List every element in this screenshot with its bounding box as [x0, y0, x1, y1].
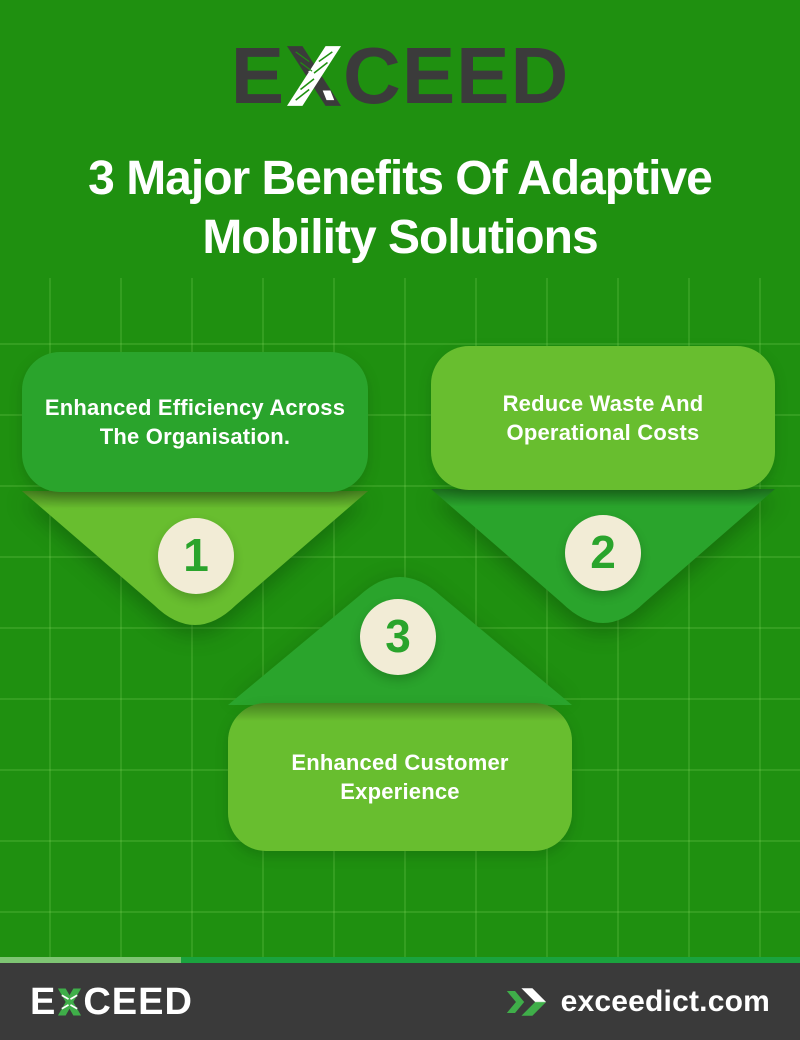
footer-website: exceedict.com	[560, 984, 770, 1018]
benefit-number-circle-2: 2	[565, 515, 641, 591]
logo-letters-ceed: CEED	[343, 31, 570, 120]
benefit-number-circle-3: 3	[360, 599, 436, 675]
benefit-card-1: Enhanced Efficiency Across The Organisat…	[22, 352, 368, 492]
page-title-line2: Mobility Solutions	[202, 210, 598, 264]
footer-accent-bar-right	[181, 957, 800, 963]
card-3-top-shadow	[228, 703, 572, 721]
double-chevron-right-icon	[506, 987, 546, 1016]
benefit-card-2: Reduce Waste And Operational Costs	[431, 346, 775, 490]
header-logo: E CEED	[0, 30, 800, 122]
benefit-card-1-text: Enhanced Efficiency Across The Organisat…	[44, 394, 346, 449]
logo-x-icon	[287, 46, 342, 106]
benefit-card-3-text: Enhanced Customer Experience	[291, 749, 509, 804]
logo-letter-e: E	[230, 31, 286, 120]
footer-website-block: exceedict.com	[505, 985, 770, 1019]
footer-logo-letter-e: E	[30, 980, 57, 1023]
benefit-number-3: 3	[385, 609, 411, 662]
benefit-number-circle-1: 1	[158, 518, 234, 594]
footer: E CEED exceed	[0, 963, 800, 1040]
benefit-number-2: 2	[590, 525, 616, 578]
footer-accent-bar	[0, 957, 800, 963]
benefit-card-3: Enhanced Customer Experience	[228, 703, 572, 851]
benefit-card-2-text: Reduce Waste And Operational Costs	[502, 390, 704, 445]
footer-accent-bar-left	[0, 957, 181, 963]
benefit-number-1: 1	[183, 528, 209, 581]
page-title: 3 Major Benefits Of Adaptive Mobility So…	[0, 150, 800, 267]
footer-logo-letters-ceed: CEED	[83, 980, 193, 1023]
page-title-line1: 3 Major Benefits Of Adaptive	[88, 152, 713, 205]
footer-logo: E CEED	[30, 983, 193, 1021]
footer-logo-x-icon	[58, 988, 82, 1015]
